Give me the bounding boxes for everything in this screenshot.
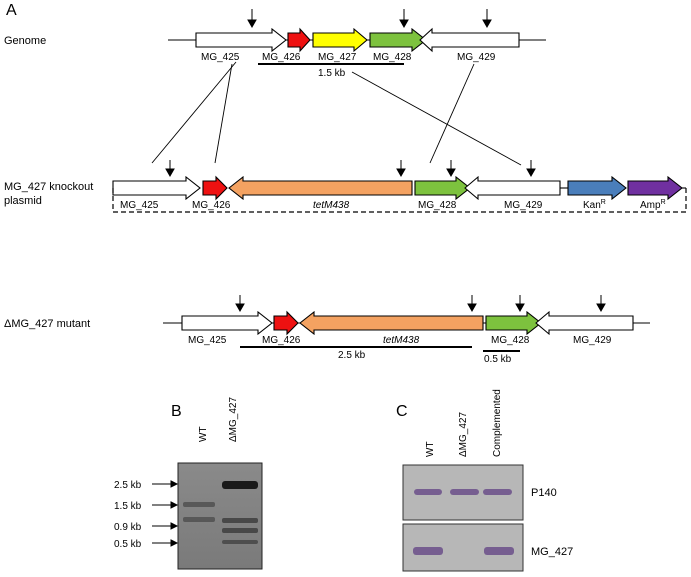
blot-b-marker-0-9: 0.9 kb [114,522,142,533]
plasmid-tetm-arrow [228,175,413,201]
genome-label-mg425: MG_425 [201,52,240,63]
mutant-size-small-label: 0.5 kb [484,354,512,365]
mutant-mg425-arrow [181,310,273,336]
plasmid-mg429-arrow [464,175,561,201]
genome-mg429-arrow [419,27,520,53]
plasmid-mg426-arrow [202,175,228,201]
blot-b-lane-mutant: ΔMG_427 [228,397,239,442]
panel-label-c: C [396,403,408,420]
blot-c-row-p140: P140 [531,487,557,499]
mutant-site-arrows [235,295,606,313]
plasmid-mg428-arrow [414,175,471,201]
plasmid-label-mg425: MG_425 [120,200,159,211]
plasmid-kan-arrow [567,175,627,201]
mutant-label-tetm: tetM438 [383,335,420,346]
blot-c-lane-mutant: ΔMG_427 [458,412,469,457]
blot-c-lane-complemented: Complemented [492,389,503,457]
plasmid-label-kan: KanR [583,199,606,211]
panel-label-b: B [171,403,182,420]
mutant-size-big-label: 2.5 kb [338,350,366,361]
plasmid-amp-arrow [627,175,683,201]
genome-mg425-arrow [195,27,287,53]
blot-b-lane-wt: WT [198,426,209,442]
blot-b-marker-0-5: 0.5 kb [114,539,142,550]
blot-c-lane-wt: WT [425,441,436,457]
genome-label-mg427: MG_427 [318,52,357,63]
plasmid-mg425-arrow [112,175,201,201]
genome-title: Genome [4,35,46,47]
plasmid-site-arrows [165,160,536,178]
blot-b-markers: 2.5 kb 1.5 kb 0.9 kb 0.5 kb [114,480,179,550]
mutant-label-mg428: MG_428 [491,335,530,346]
genome-size-label: 1.5 kb [318,68,346,79]
plasmid-label-mg429: MG_429 [504,200,543,211]
panel-label-a: A [6,2,17,19]
genome-mg428-arrow [369,27,427,53]
blot-c-p140-bands [414,489,512,495]
mutant-label-mg425: MG_425 [188,335,227,346]
genome-mg426-arrow [287,27,311,53]
blot-b-bands [183,481,258,544]
mutant-tetm-arrow [299,310,484,336]
plasmid-label-tetm: tetM438 [313,200,350,211]
blot-b-marker-1-5: 1.5 kb [114,501,142,512]
mutant-label-mg426: MG_426 [262,335,301,346]
blot-b-marker-2-5: 2.5 kb [114,480,142,491]
plasmid-label-mg428: MG_428 [418,200,457,211]
plasmid-label-amp: AmpR [640,199,666,211]
mutant-title: ΔMG_427 mutant [4,318,90,330]
recombination-lines [151,61,522,166]
plasmid-circular-backbone [112,188,687,213]
genome-label-mg428: MG_428 [373,52,412,63]
mutant-mg428-arrow [485,310,542,336]
genome-label-mg429: MG_429 [457,52,496,63]
genome-label-mg426: MG_426 [262,52,301,63]
plasmid-label-mg426: MG_426 [192,200,231,211]
blot-c-row-mg427: MG_427 [531,546,573,558]
blot-b-membrane [177,462,263,570]
mutant-label-mg429: MG_429 [573,335,612,346]
plasmid-title-line2: plasmid [4,195,42,207]
genome-mg427-arrow [312,27,368,53]
blot-c-mg427-bands [413,547,514,555]
mutant-mg429-arrow [535,310,634,336]
genome-site-arrows [247,9,492,29]
mutant-mg426-arrow [273,310,299,336]
plasmid-title-line1: MG_427 knockout [4,181,93,193]
